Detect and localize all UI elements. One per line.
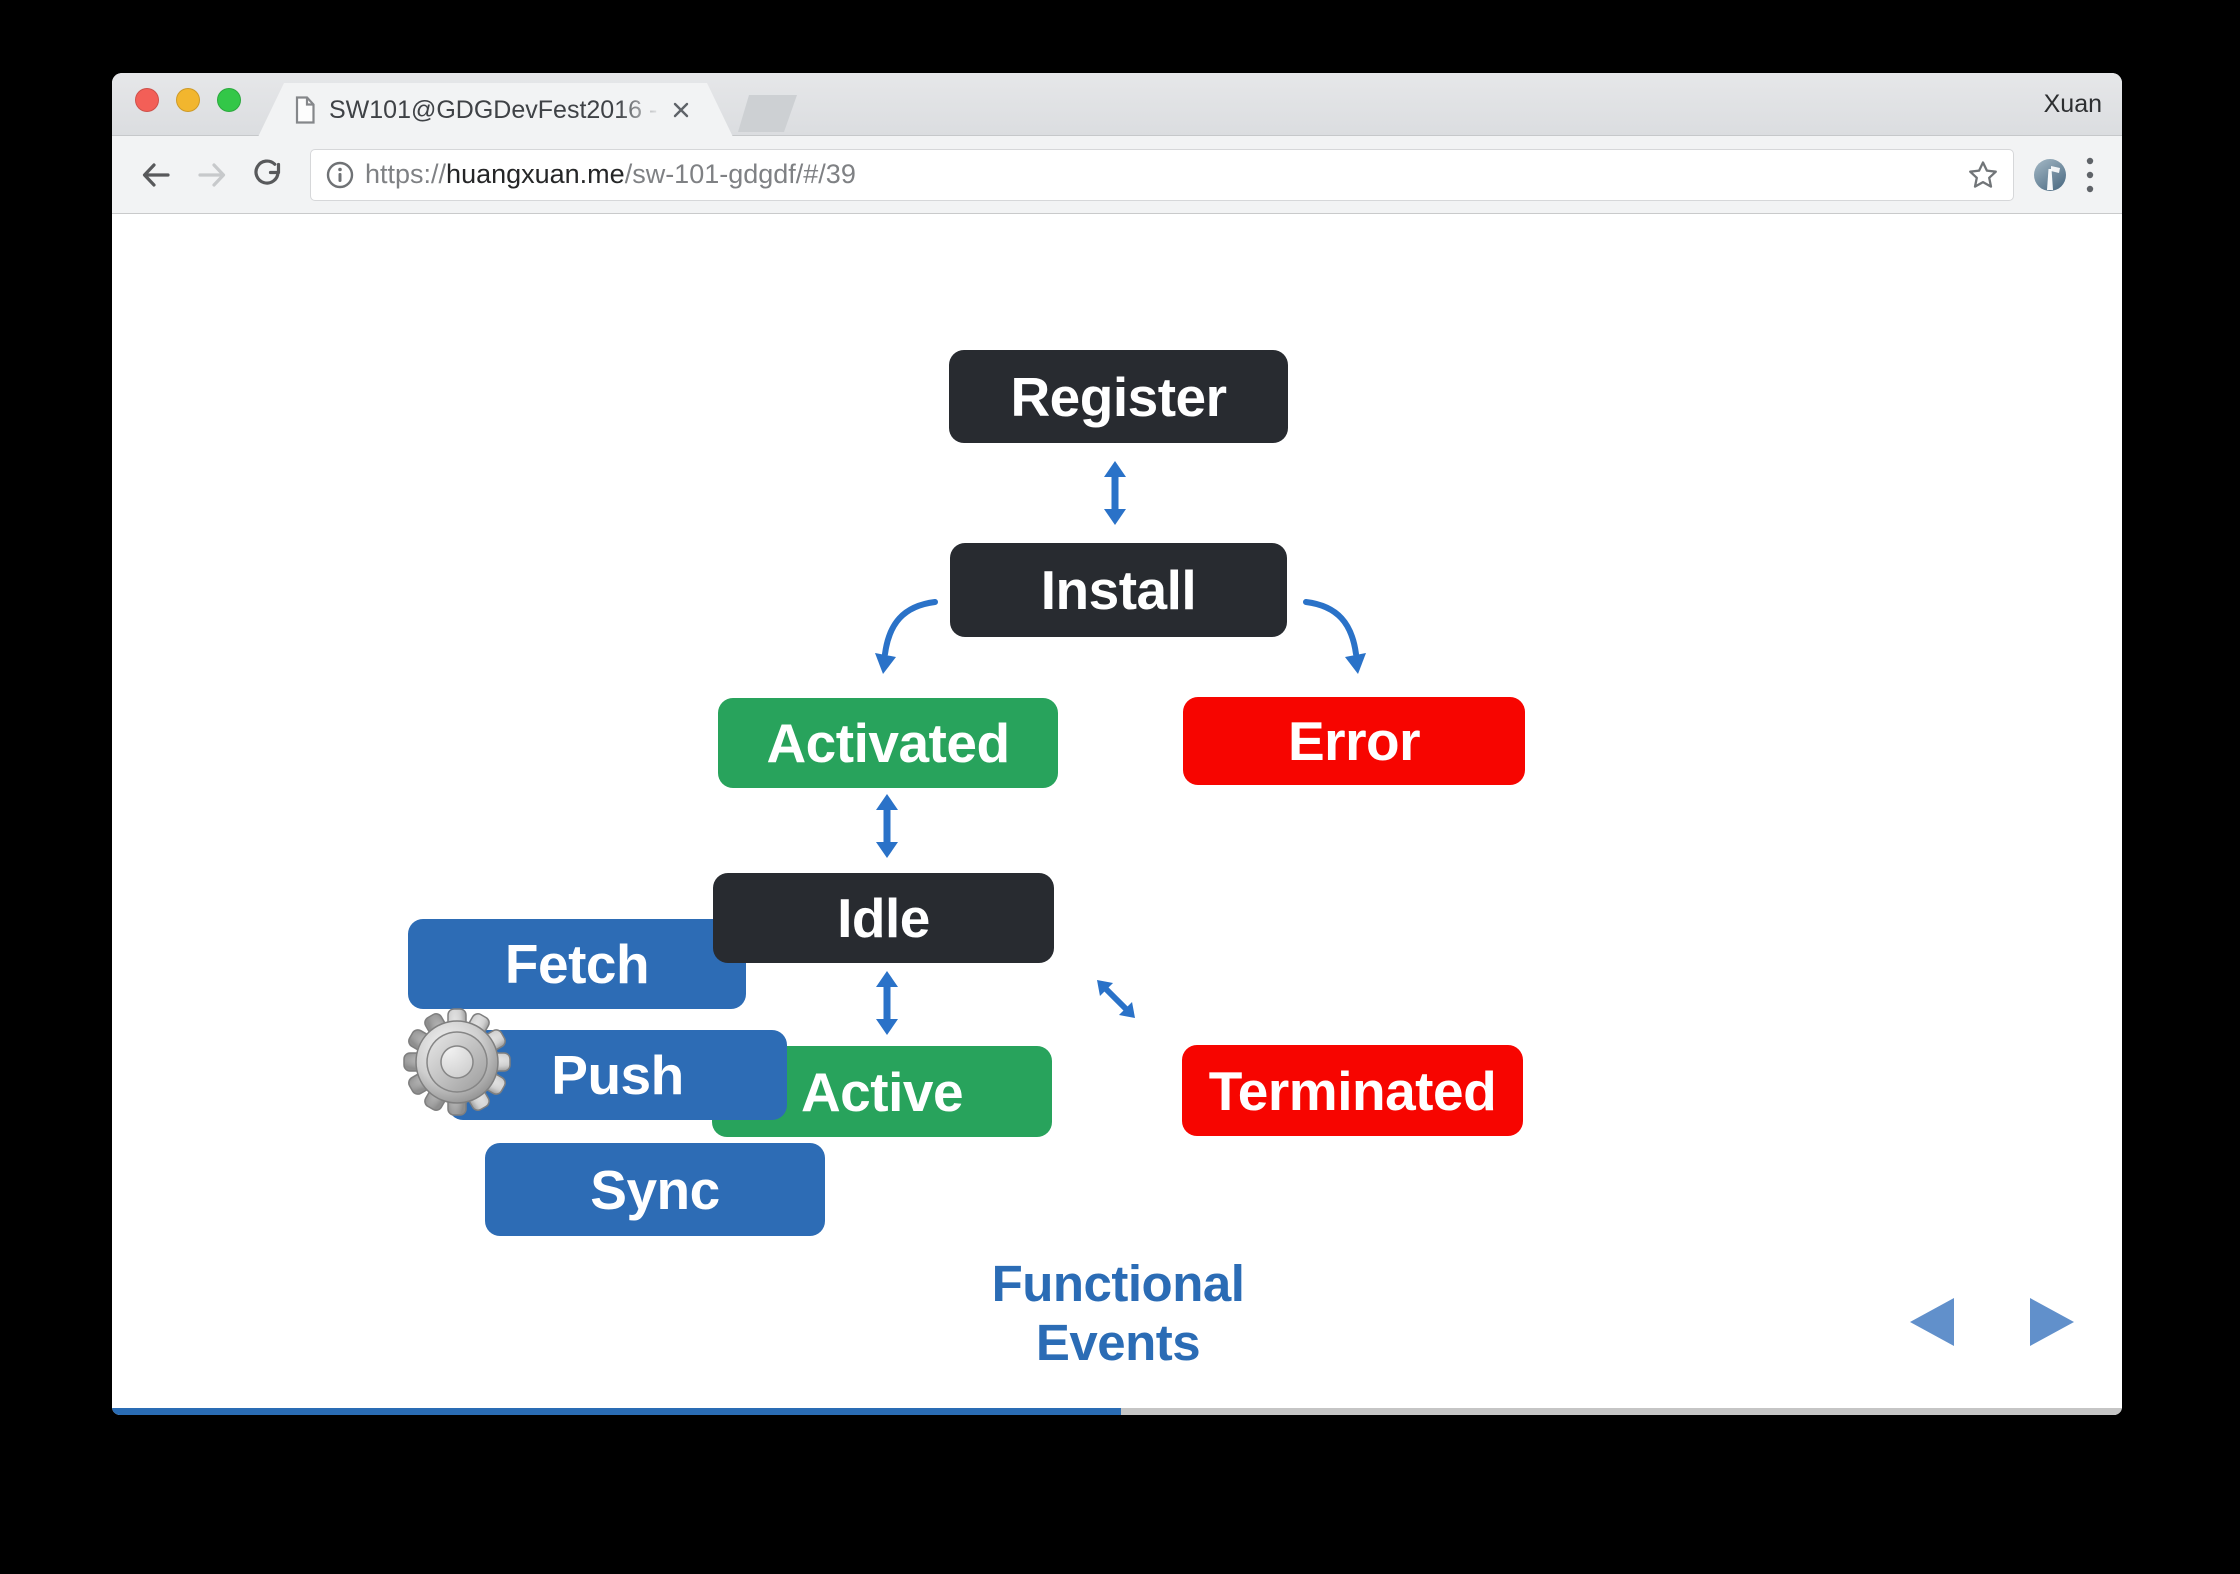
double-arrow-activated-idle-icon [876,794,898,858]
double-arrow-register-install-icon [1104,461,1126,525]
minimize-window-button[interactable] [176,88,200,112]
new-tab-button[interactable] [738,95,797,132]
profile-name[interactable]: Xuan [2043,90,2102,118]
extension-icon[interactable] [2032,157,2068,193]
slide-progress-bar [112,1408,2122,1415]
gear-icon [403,1008,511,1116]
page-favicon-icon [294,96,316,124]
url-path: /sw-101-gdgdf/#/39 [624,159,856,189]
node-idle: Idle [713,873,1054,963]
traffic-lights [135,88,241,112]
menu-dots-icon[interactable] [2084,155,2096,195]
zoom-window-button[interactable] [217,88,241,112]
node-activated: Activated [718,698,1058,788]
url-address-bar[interactable]: https://huangxuan.me/sw-101-gdgdf/#/39 [310,148,2014,201]
prev-slide-arrow[interactable] [1910,1298,1954,1346]
bookmark-star-icon[interactable] [1967,159,1999,191]
back-icon[interactable] [134,153,178,197]
node-sync: Sync [485,1143,825,1236]
node-error: Error [1183,697,1525,785]
browser-toolbar: https://huangxuan.me/sw-101-gdgdf/#/39 [112,136,2122,214]
curved-arrow-install-activated-icon [875,599,938,674]
node-fetch: Fetch [408,919,746,1009]
page-info-icon[interactable] [325,160,355,190]
url-text: https://huangxuan.me/sw-101-gdgdf/#/39 [365,159,1967,190]
url-host: huangxuan.me [446,159,625,189]
refresh-icon[interactable] [246,153,290,197]
slide-canvas: Register Install Activated Error Idle Fe… [112,214,2122,1408]
node-register: Register [949,350,1288,443]
double-arrow-idle-active-icon [876,971,898,1035]
curved-arrow-install-error-icon [1303,599,1366,674]
url-scheme: https:// [365,159,447,189]
forward-icon[interactable] [190,153,234,197]
node-terminated: Terminated [1182,1045,1523,1136]
node-install: Install [950,543,1287,637]
slide-progress-fill [112,1408,1122,1415]
tab-close-icon[interactable] [671,100,691,120]
tab-bar: SW101@GDGDevFest2016 - ( Xuan [112,73,2122,137]
browser-window: SW101@GDGDevFest2016 - ( Xuan https://hu… [112,73,2122,1415]
tab-title: SW101@GDGDevFest2016 - ( [329,95,665,124]
slide-caption: Functional Events [991,1255,1245,1371]
close-window-button[interactable] [135,88,159,112]
double-arrow-idle-terminated-icon [1088,970,1144,1028]
next-slide-arrow[interactable] [2030,1298,2074,1346]
active-tab[interactable]: SW101@GDGDevFest2016 - ( [258,83,733,137]
